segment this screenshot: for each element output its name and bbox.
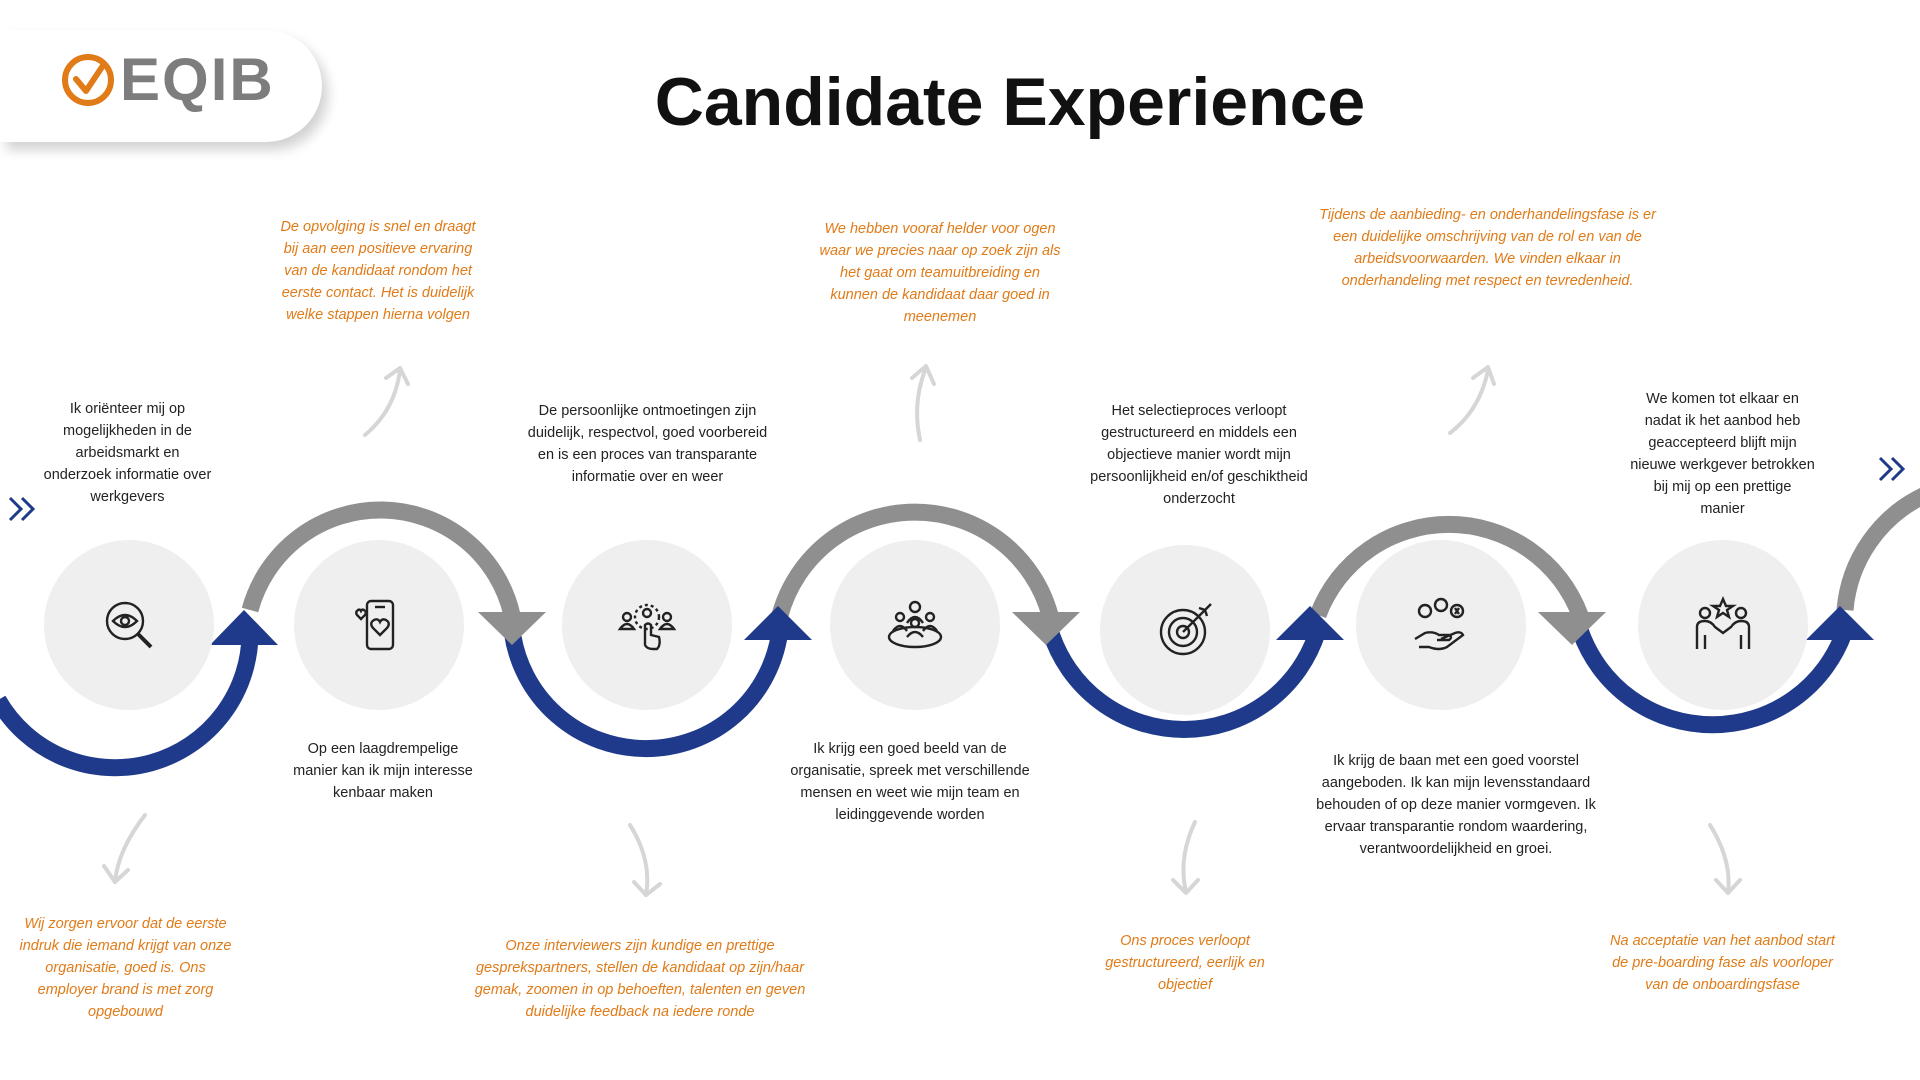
handshake-star-icon	[1695, 595, 1751, 649]
eye-search-icon	[105, 601, 153, 649]
note-pointer	[628, 823, 650, 897]
chevron-double-right-icon	[1878, 456, 1906, 482]
wave-segment-6	[1310, 515, 1588, 619]
arrowhead-down	[478, 612, 546, 645]
step-5-circle	[1100, 545, 1270, 715]
step-2-note: De opvolging is snel en draagt bij aan e…	[280, 219, 476, 323]
target-icon	[1159, 603, 1212, 656]
arrowhead-down	[1538, 612, 1606, 645]
step-4-circle	[830, 540, 1000, 710]
step-7-circle	[1638, 540, 1808, 710]
page-title: Candidate Experience	[654, 64, 1366, 140]
step-5-note: Ons proces verloopt gestructureerd, eerl…	[1105, 933, 1265, 993]
step-6-note: Tijdens de aanbieding- en onderhandeling…	[1319, 207, 1656, 289]
wave-segment-4	[771, 503, 1059, 618]
wave-segment-2	[241, 501, 521, 617]
note-pointer	[363, 368, 402, 437]
phone-hearts-icon	[355, 599, 395, 651]
arrowhead-up	[744, 606, 812, 640]
step-2-circle	[294, 540, 464, 710]
logo-text: EQIB	[120, 46, 275, 113]
step-7-text: We komen tot elkaar en nadat ik het aanb…	[1630, 391, 1815, 517]
step-3-circle	[562, 540, 732, 710]
step-1-note: Wij zorgen ervoor dat de eerste indruk d…	[19, 916, 232, 1020]
people-select-icon	[617, 603, 677, 651]
wave-segment-3	[503, 628, 789, 758]
step-6-text: Ik krijg de baan met een goed voorstel a…	[1316, 753, 1596, 857]
note-pointer	[1448, 368, 1490, 435]
wave-segment-1	[0, 629, 259, 777]
step-1-text: Ik oriënteer mij op mogelijkheden in de …	[43, 401, 212, 505]
logo-tab	[0, 30, 322, 142]
team-meeting-icon	[887, 600, 943, 649]
step-4-text: Ik krijg een goed beeld van de organisat…	[790, 741, 1030, 823]
hand-offer-icon	[1414, 597, 1465, 651]
note-pointer	[1708, 823, 1731, 895]
note-pointer	[113, 813, 147, 884]
step-3-text: De persoonlijke ontmoetingen zijn duidel…	[527, 403, 768, 485]
wave-segment-5	[1041, 627, 1327, 738]
note-pointer	[1181, 820, 1197, 894]
step-4-note: We hebben vooraf helder voor ogen waar w…	[819, 221, 1061, 325]
arrowhead-up	[210, 610, 278, 645]
note-pointer	[915, 366, 928, 442]
arrowhead-down	[1012, 612, 1080, 645]
step-7-note: Na acceptatie van het aanbod start de pr…	[1610, 933, 1835, 993]
step-1-circle	[44, 540, 214, 710]
wave-segment-8	[1836, 488, 1920, 611]
arrowhead-up	[1806, 606, 1874, 640]
logo-check-icon	[62, 54, 114, 106]
chevron-double-right-icon	[8, 496, 36, 522]
step-5-text: Het selectieproces verloopt gestructuree…	[1090, 403, 1308, 507]
arrowhead-up	[1276, 606, 1344, 640]
step-2-text: Op een laagdrempelige manier kan ik mijn…	[293, 741, 473, 801]
wave-segment-7	[1571, 627, 1854, 734]
step-3-note: Onze interviewers zijn kundige en pretti…	[474, 938, 806, 1020]
step-6-circle	[1356, 540, 1526, 710]
